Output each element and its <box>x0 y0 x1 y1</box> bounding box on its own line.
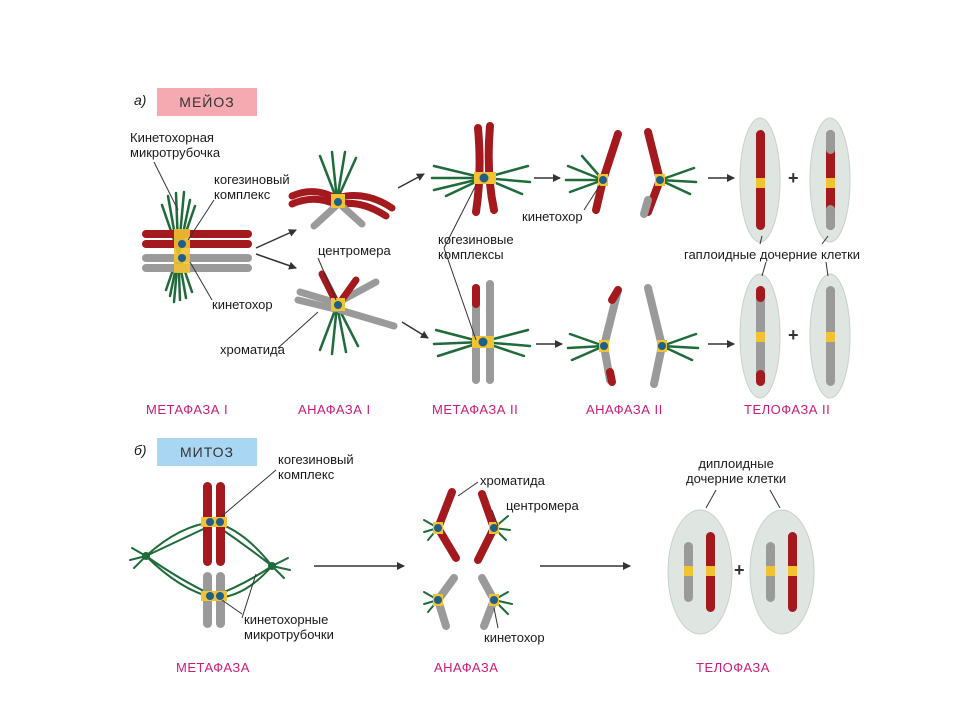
phase-meiosis-anaphase2: АНАФАЗА II <box>586 402 663 417</box>
label-mitosis-kinetochore: кинетохор <box>484 630 545 645</box>
meiosis-anaphase1-bottom-figure <box>294 270 398 356</box>
meiosis-branch-arrows <box>255 229 297 270</box>
label-kinetochore-microtubule: Кинетохорная микротрубочка <box>130 130 221 160</box>
label-mitosis-cohesin-complex: когезиновый комплекс <box>278 452 354 482</box>
meiosis-anaphase2-top-figure <box>564 128 698 218</box>
meiosis-section-letter: а) <box>134 92 147 108</box>
meiosis-metaphase1-figure <box>142 190 252 304</box>
mitosis-section-letter: б) <box>134 442 147 458</box>
mitosis-leader-lines <box>221 469 781 629</box>
phase-meiosis-anaphase1: АНАФАЗА I <box>298 402 371 417</box>
plus-sign: + <box>788 168 799 188</box>
label-kinetochore-left: кинетохор <box>212 297 273 312</box>
meiosis-anaphase1-top-figure <box>288 150 396 230</box>
label-mitosis-chromatid: хроматида <box>480 473 545 488</box>
phase-mitosis-metaphase: МЕТАФАЗА <box>176 660 250 675</box>
label-chromatid: хроматида <box>220 342 285 357</box>
phase-meiosis-telophase2: ТЕЛОФАЗА II <box>744 402 831 417</box>
phase-mitosis-anaphase: АНАФАЗА <box>434 660 499 675</box>
mitosis-telophase-cells <box>667 509 815 635</box>
label-mitosis-centromere: центромера <box>506 498 579 513</box>
meiosis-metaphase2-top-figure <box>430 122 532 216</box>
meiosis-leader-lines <box>153 161 829 349</box>
phase-meiosis-metaphase1: МЕТАФАЗА I <box>146 402 229 417</box>
label-kinetochore-right: кинетохор <box>522 209 583 224</box>
label-kinetochore-microtubules: кинетохорные микротрубочки <box>244 612 334 642</box>
mitosis-badge: МИТОЗ <box>157 438 257 466</box>
meiosis-telophase2-cells <box>739 117 851 399</box>
label-cohesin-complexes: когезиновые комплексы <box>438 232 514 262</box>
label-centromere: центромера <box>318 243 391 258</box>
plus-sign: + <box>734 560 745 580</box>
label-haploid-cells: гаплоидные дочерние клетки <box>684 247 861 262</box>
meiosis-anaphase2-bottom-figure <box>566 284 700 388</box>
mitosis-metaphase-figure <box>129 482 291 628</box>
label-cohesin-complex: когезиновый комплекс <box>214 172 290 202</box>
plus-sign: + <box>788 325 799 345</box>
meiosis-metaphase2-bottom-figure <box>432 280 532 384</box>
phase-mitosis-telophase: ТЕЛОФАЗА <box>696 660 770 675</box>
phase-meiosis-metaphase2: МЕТАФАЗА II <box>432 402 519 417</box>
label-diploid-cells: диплоидные дочерние клетки <box>686 456 787 486</box>
meiosis-badge: МЕЙОЗ <box>157 88 257 116</box>
mitosis-anaphase-figure <box>423 488 513 630</box>
